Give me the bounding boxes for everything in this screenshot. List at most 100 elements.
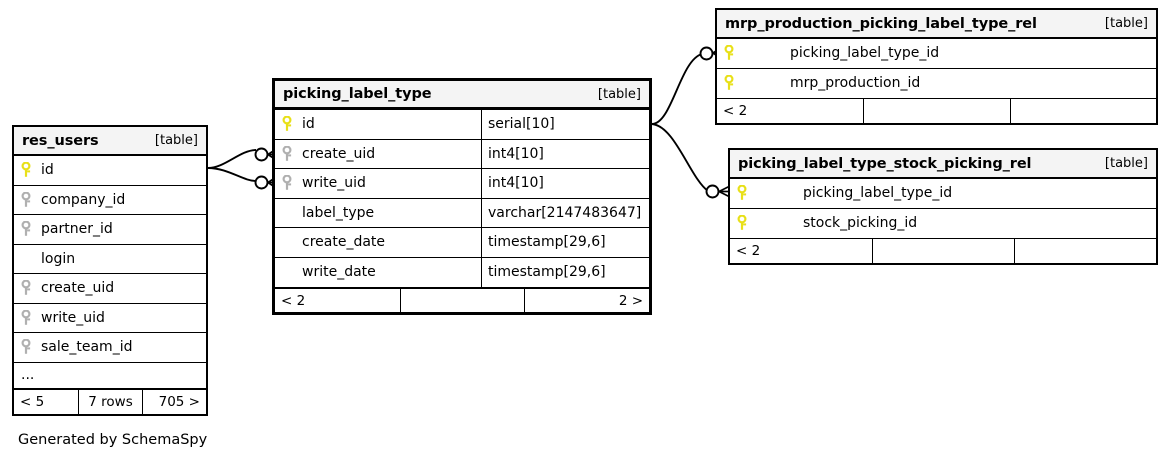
relationship-line-res-users-create-uid	[207, 149, 257, 169]
footer-row-count	[399, 289, 525, 312]
primary-key-icon	[737, 215, 750, 231]
table-type-tag: [table]	[154, 133, 198, 148]
column-cell-name: write_date	[275, 258, 481, 288]
footer-parents-count[interactable]: < 2	[736, 243, 761, 259]
column-type: int4[10]	[488, 175, 544, 192]
column-list-mrp-production-rel: picking_label_type_id mrp_production_id	[717, 39, 1156, 98]
table-title: picking_label_type_stock_picking_rel	[738, 155, 1032, 172]
column-name: label_type	[302, 204, 375, 221]
column-name: login	[41, 250, 76, 267]
column-type: serial[10]	[488, 116, 555, 133]
foreign-key-icon	[21, 280, 34, 296]
table-row[interactable]: create_date timestamp[29,6]	[275, 228, 649, 258]
table-type-tag: [table]	[1104, 16, 1148, 31]
table-header-stock-picking-rel: picking_label_type_stock_picking_rel [ta…	[730, 150, 1156, 179]
table-picking-label-type-stock-picking-rel[interactable]: picking_label_type_stock_picking_rel [ta…	[728, 148, 1158, 265]
foreign-key-icon	[282, 175, 295, 191]
column-name: id	[302, 116, 315, 133]
column-name: create_uid	[302, 145, 376, 162]
table-row[interactable]: create_uid int4[10]	[275, 139, 649, 169]
column-list-picking-label-type: id serial[10] create_uid	[275, 110, 649, 287]
column-name: id	[41, 162, 54, 179]
relationship-line-stock-picking-rel	[651, 123, 709, 192]
table-row[interactable]: id	[14, 156, 206, 186]
table-row[interactable]: picking_label_type_id	[717, 39, 1156, 69]
column-cell-type: timestamp[29,6]	[481, 257, 649, 287]
footer-parents-count[interactable]: < 2	[723, 103, 748, 119]
column-cell-name: company_id	[14, 186, 206, 215]
column-cell-name: write_uid	[275, 169, 481, 198]
table-footer-res-users: < 5 7 rows 705 >	[14, 388, 206, 414]
primary-key-icon	[282, 116, 295, 132]
column-name: create_date	[302, 234, 386, 251]
footer-row-count: 7 rows	[78, 389, 142, 414]
table-picking-label-type[interactable]: picking_label_type [table] id serial	[272, 78, 652, 315]
table-footer-picking-label-type: < 2 2 >	[275, 287, 649, 312]
column-name: write_date	[302, 264, 376, 281]
column-cell-name: label_type	[275, 199, 481, 228]
foreign-key-icon	[21, 191, 34, 208]
column-name: sale_team_id	[41, 339, 133, 356]
foreign-key-icon	[21, 339, 34, 355]
table-row[interactable]: write_uid	[14, 304, 206, 333]
foreign-key-icon	[282, 145, 295, 162]
table-footer-stock-picking-rel: < 2	[730, 238, 1156, 263]
table-row[interactable]: sale_team_id	[14, 333, 206, 363]
table-row[interactable]: company_id	[14, 186, 206, 215]
table-footer-mrp-production-rel: < 2	[717, 98, 1156, 123]
column-cell-name: create_uid	[14, 274, 206, 303]
footer-row-count	[863, 99, 1009, 123]
table-header-res-users: res_users [table]	[14, 127, 206, 156]
column-list-stock-picking-rel: picking_label_type_id stock_picking_id	[730, 179, 1156, 238]
table-row[interactable]: mrp_production_id	[717, 69, 1156, 99]
table-row[interactable]: picking_label_type_id	[730, 179, 1156, 209]
table-res-users[interactable]: res_users [table] id	[12, 125, 208, 416]
generated-by-caption: Generated by SchemaSpy	[18, 432, 208, 448]
cardinality-zero-circle	[705, 184, 720, 199]
footer-children-count	[1014, 239, 1156, 263]
relationship-line-mrp-production-rel	[651, 53, 703, 125]
table-row[interactable]: partner_id	[14, 215, 206, 245]
footer-row-count	[872, 239, 1014, 263]
relationship-line-res-users-write-uid	[207, 167, 257, 182]
column-name: picking_label_type_id	[803, 185, 953, 202]
footer-children-count[interactable]: 2 >	[524, 289, 649, 312]
table-row[interactable]: create_uid	[14, 274, 206, 304]
table-row[interactable]: write_date timestamp[29,6]	[275, 257, 649, 288]
column-cell-name: sale_team_id	[14, 333, 206, 362]
foreign-key-icon	[21, 309, 34, 326]
footer-parents-count[interactable]: < 5	[20, 393, 45, 410]
column-name: picking_label_type_id	[790, 45, 940, 62]
column-name: write_uid	[41, 309, 105, 326]
table-type-tag: [table]	[597, 86, 641, 102]
table-row[interactable]: write_uid int4[10]	[275, 169, 649, 199]
column-name: partner_id	[41, 221, 113, 238]
column-name: stock_picking_id	[803, 215, 918, 232]
table-row[interactable]: login	[14, 245, 206, 274]
table-header-mrp-production-rel: mrp_production_picking_label_type_rel [t…	[717, 10, 1156, 39]
cardinality-zero-circle	[254, 175, 269, 190]
column-name: write_uid	[302, 175, 366, 192]
table-type-tag: [table]	[1104, 156, 1148, 171]
footer-children-count	[1009, 99, 1156, 123]
table-row[interactable]: stock_picking_id	[730, 209, 1156, 239]
footer-children-count[interactable]: 705 >	[142, 389, 206, 414]
column-type: timestamp[29,6]	[488, 234, 606, 251]
column-cell-name: login	[14, 245, 206, 274]
column-cell-type: int4[10]	[481, 169, 649, 198]
table-row[interactable]: id serial[10]	[275, 110, 649, 140]
column-cell-name: write_uid	[14, 304, 206, 333]
column-cell-name: id	[275, 110, 481, 139]
primary-key-icon	[21, 162, 34, 178]
primary-key-icon	[724, 75, 737, 91]
column-name: create_uid	[41, 280, 115, 297]
column-name: mrp_production_id	[790, 75, 921, 92]
column-cell-type: timestamp[29,6]	[481, 228, 649, 257]
table-row[interactable]: label_type varchar[2147483647]	[275, 198, 649, 228]
footer-parents-count[interactable]: < 2	[281, 292, 306, 309]
table-header-picking-label-type: picking_label_type [table]	[275, 81, 649, 110]
foreign-key-icon	[21, 221, 34, 237]
column-list-res-users: id company_id	[14, 156, 206, 389]
table-mrp-production-picking-label-type-rel[interactable]: mrp_production_picking_label_type_rel [t…	[715, 8, 1158, 125]
